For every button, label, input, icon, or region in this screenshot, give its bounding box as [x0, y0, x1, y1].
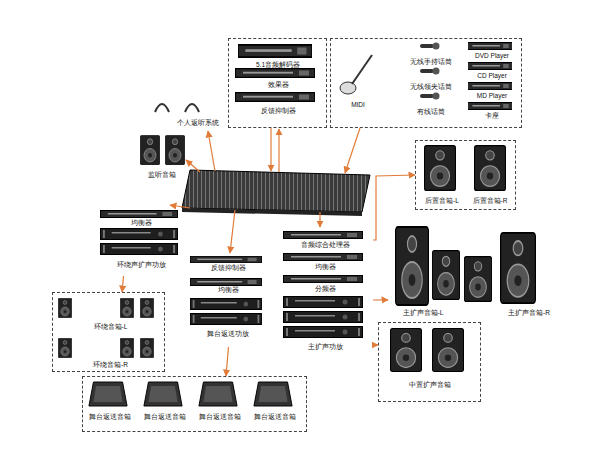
eq-device — [284, 254, 363, 261]
speaker-icon — [501, 233, 536, 303]
player-device — [468, 83, 511, 90]
device-label: 反馈抑制器 — [186, 264, 270, 272]
feedback-device — [190, 256, 261, 262]
device-label: 卡座 — [463, 112, 521, 120]
group-box: 舞台返送音箱舞台返送音箱舞台返送音箱舞台返送音箱 — [82, 376, 307, 432]
player-device — [468, 63, 511, 70]
group-box: 环绕音箱-L 环绕音箱-R — [52, 292, 165, 372]
speaker-icon — [58, 298, 72, 318]
signal-connector — [373, 175, 415, 240]
signal-connector — [373, 299, 388, 300]
device-group: 均衡器环绕声扩声功放 — [97, 208, 187, 276]
device-label: 环绕声扩声功放 — [98, 261, 185, 269]
device-label: 舞台返送功放 — [186, 330, 270, 338]
device-group: 音频综合处理器均衡器分频器主扩声功放 — [278, 228, 373, 356]
speaker-icon — [140, 298, 154, 318]
device-label: 均衡器 — [279, 263, 371, 271]
amp-device — [284, 312, 363, 323]
signal-connector — [122, 276, 123, 292]
device-label: 后置音箱-L — [417, 197, 467, 205]
device-label: 无线手持话筒 — [405, 58, 457, 66]
speaker-icon — [433, 329, 464, 372]
deck-device — [468, 103, 511, 110]
device-label: 舞台返送音箱 — [249, 413, 301, 421]
signal-arrow — [170, 128, 360, 253]
speaker-icon — [425, 146, 456, 191]
device-label: MD Player — [463, 92, 521, 100]
wedge-monitor — [89, 382, 127, 406]
device-label: 主扩声功放 — [279, 343, 371, 351]
group-box: MIDI 无线手持话筒无线领夹话筒有线话筒 DVD Player CD PlayerM… — [330, 38, 522, 128]
speaker-icon — [396, 227, 429, 305]
amp-device — [284, 327, 363, 338]
processor-device — [284, 232, 363, 239]
device-label: 监听音箱 — [136, 171, 188, 179]
player-device — [468, 43, 511, 50]
device-label: 个人返听系统 — [161, 119, 235, 127]
device-label: 反馈抑制器 — [230, 107, 326, 115]
device-label: CD Player — [463, 72, 521, 80]
wedge-monitor — [254, 382, 292, 406]
guitar-icon — [340, 55, 372, 94]
device-label: 环绕音箱-L — [82, 323, 139, 331]
speaker-icon — [432, 251, 459, 300]
wedge-monitor — [199, 382, 237, 406]
speaker-icon — [140, 135, 159, 164]
speaker-icon — [165, 135, 184, 164]
device-group: 个人返听系统 — [160, 118, 237, 128]
speaker-icon — [464, 257, 491, 302]
mic-icon — [420, 43, 440, 50]
amp-device — [190, 314, 261, 325]
eq-device — [100, 211, 177, 218]
mic-icon — [420, 93, 440, 100]
device-label: 舞台返送音箱 — [194, 413, 246, 421]
device-label: 分频器 — [279, 285, 371, 293]
device-label: 环绕音箱-R — [82, 361, 139, 369]
device-label: 主扩声音箱-L — [389, 309, 457, 317]
mic-icon — [420, 68, 440, 75]
speaker-icon — [58, 338, 72, 358]
eq-device — [190, 279, 261, 286]
amp-device — [100, 244, 177, 255]
signal-connector — [226, 347, 229, 376]
decoder-device — [238, 45, 311, 57]
group-box: 5.1音频解码器效果器反馈抑制器 — [228, 38, 327, 128]
wedge-monitor — [144, 382, 182, 406]
speaker-icon — [391, 329, 422, 372]
device-group: 监听音箱 — [135, 170, 190, 180]
device-label: 有线话筒 — [405, 108, 457, 116]
device-group: 反馈抑制器均衡器舞台返送功放 — [185, 255, 272, 347]
speaker-icon — [120, 298, 134, 318]
effects-device — [236, 69, 315, 78]
device-label: 5.1音频解码器 — [230, 61, 326, 69]
device-label: MIDI — [340, 101, 376, 109]
headset-icon — [155, 104, 199, 112]
amp-device — [190, 299, 261, 310]
group-box: 后置音箱-L后置音箱-R — [415, 140, 516, 210]
speaker-icon — [120, 338, 134, 358]
device-label: 均衡器 — [98, 219, 185, 227]
mixer-console — [182, 170, 370, 216]
device-label: 音频综合处理器 — [279, 241, 371, 249]
device-label: 舞台返送音箱 — [139, 413, 191, 421]
device-label: 后置音箱-R — [465, 197, 515, 205]
device-label: 主扩声音箱-R — [495, 309, 563, 317]
device-group: 主扩声音箱-L 主扩声音箱-R — [388, 222, 565, 317]
device-label: 无线领夹话筒 — [405, 83, 457, 91]
feedback-device — [236, 93, 315, 102]
device-label: DVD Player — [463, 52, 521, 60]
amp-device — [284, 297, 363, 308]
group-box: 中置扩声音箱 — [378, 322, 481, 402]
device-label: 效果器 — [230, 81, 326, 89]
device-label: 舞台返送音箱 — [84, 413, 136, 421]
device-label: 中置扩声音箱 — [380, 381, 480, 389]
device-label: 均衡器 — [186, 286, 270, 294]
amp-device — [100, 229, 177, 240]
speaker-icon — [475, 146, 506, 191]
speaker-icon — [140, 338, 154, 358]
crossover-device — [284, 276, 363, 283]
